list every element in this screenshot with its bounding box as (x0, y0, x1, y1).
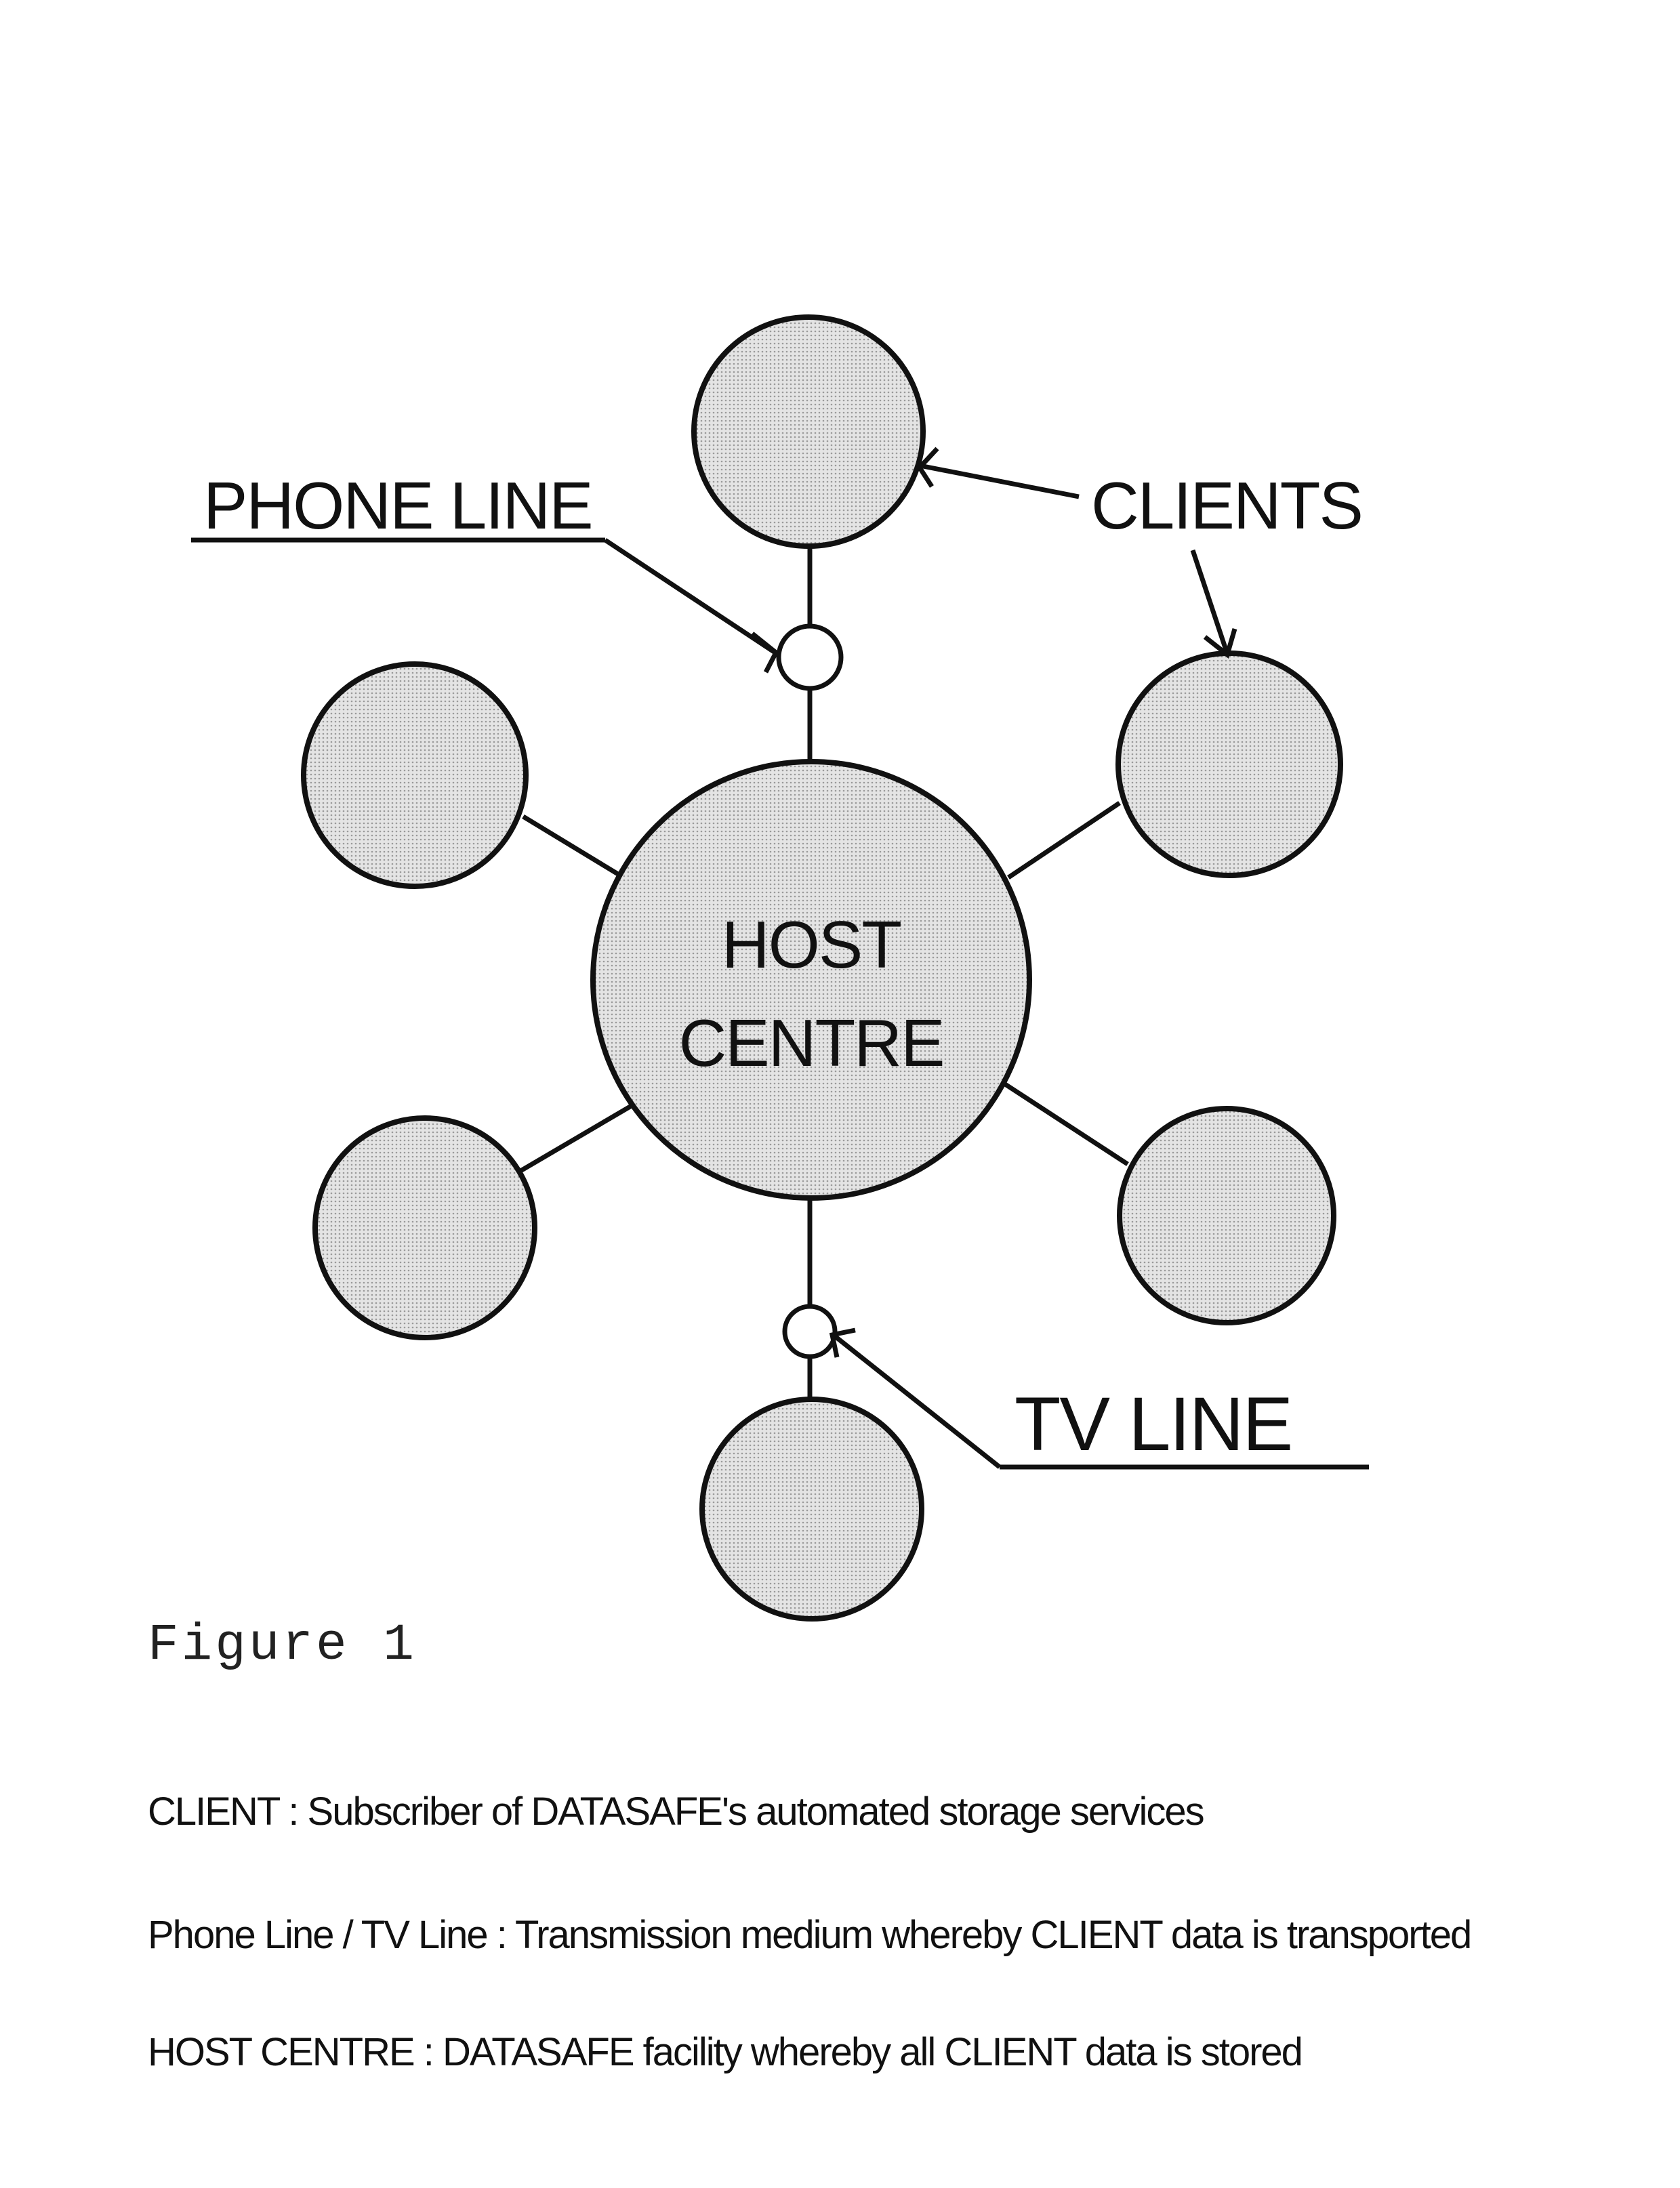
client-node-upper-left (301, 661, 529, 889)
clients-arrow-right-shaft (1190, 549, 1229, 653)
tv-line-junction (782, 1304, 838, 1359)
clients-label: CLIENTS (1091, 468, 1362, 543)
host-centre-node (590, 759, 1032, 1201)
host-label-line1: HOST (722, 907, 901, 982)
figure-caption: Figure 1 (148, 1616, 417, 1674)
client-node-lower-right (1117, 1106, 1336, 1325)
connector-upper-right (1007, 801, 1121, 880)
client-node-upper-right (1115, 651, 1343, 878)
phone-line-leader (604, 538, 775, 654)
connector-lower-right (1002, 1081, 1129, 1166)
client-node-lower-left (312, 1115, 537, 1340)
clients-arrow-top-shaft (922, 463, 1080, 499)
legend-client: CLIENT : Subscriber of DATASAFE's automa… (148, 1790, 1205, 1834)
legend-host-centre: HOST CENTRE : DATASAFE facility whereby … (148, 2030, 1303, 2074)
connector-upper-left (522, 814, 619, 876)
legend-phone-tv-line: Phone Line / TV Line : Transmission medi… (148, 1913, 1472, 1957)
connector-group (519, 546, 1129, 1398)
tv-line-leader (833, 1334, 1002, 1469)
client-node-bottom (699, 1397, 924, 1622)
clients-arrow-top-head (916, 447, 939, 488)
client-node-top (691, 314, 926, 549)
client-nodes (301, 314, 1343, 1622)
clients-arrow-right-head (1203, 628, 1237, 659)
host-label-line2: CENTRE (679, 1006, 944, 1080)
phone-line-label: PHONE LINE (203, 468, 592, 543)
phone-line-arrowhead (750, 632, 779, 674)
phone-line-junction (776, 623, 844, 691)
tv-line-label: TV LINE (1015, 1382, 1292, 1466)
connector-lower-left (519, 1102, 635, 1174)
tv-line-arrowhead (829, 1327, 856, 1358)
